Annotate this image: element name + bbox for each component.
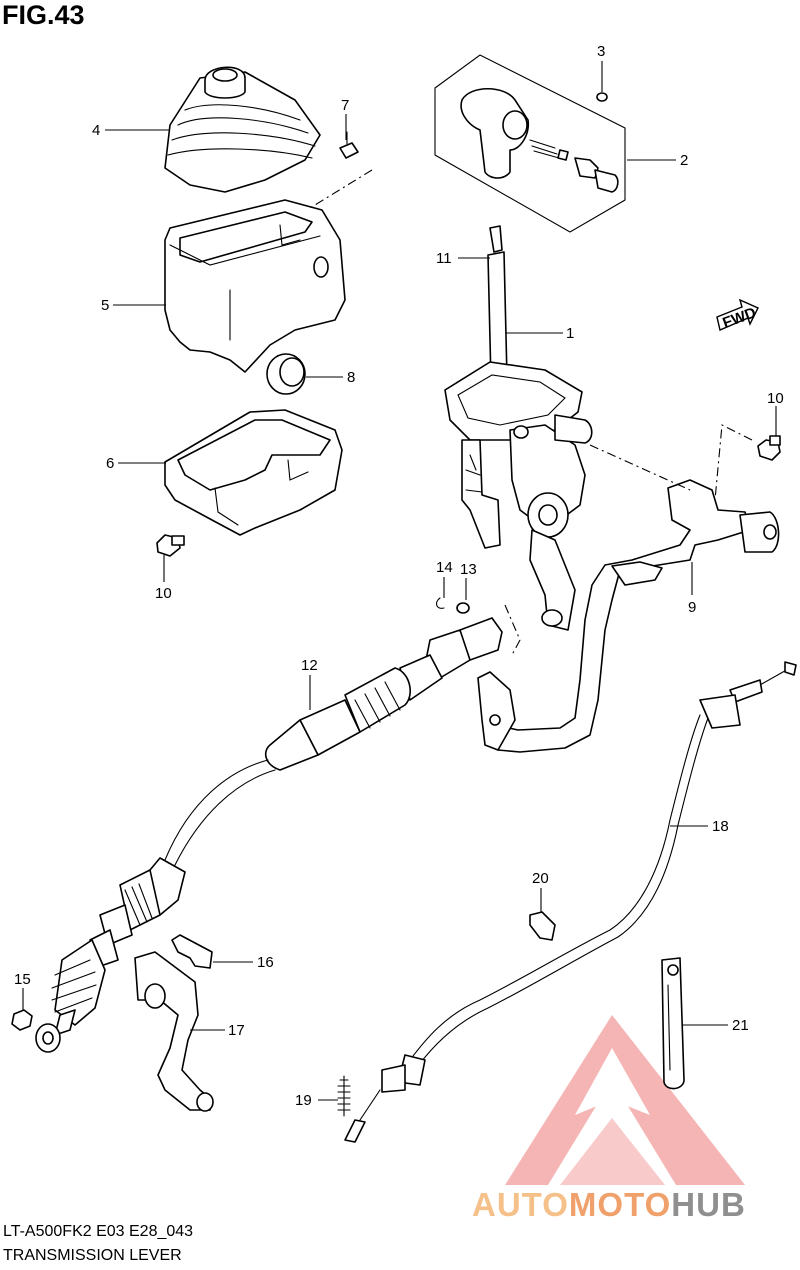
callout-2: 2 (680, 152, 688, 169)
callout-13: 13 (460, 561, 477, 578)
callout-6: 6 (106, 455, 114, 472)
callout-14: 14 (436, 559, 453, 576)
part-6-lower-cover (164, 409, 343, 536)
footer-model-code: LT-A500FK2 E03 E28_043 (3, 1223, 194, 1240)
exploded-diagram: FWD (11, 43, 797, 1185)
callout-21: 21 (732, 1017, 749, 1034)
callout-3: 3 (597, 43, 605, 60)
callout-5: 5 (101, 297, 109, 314)
part-20-clip (529, 911, 556, 941)
part-4-shift-boot (164, 66, 321, 193)
part-8-grommet (266, 353, 306, 395)
callout-16: 16 (257, 954, 274, 971)
callout-10-left: 10 (155, 585, 172, 602)
part-2-shift-knob (434, 54, 626, 233)
callout-9: 9 (688, 599, 696, 616)
alignment-line-cable (504, 604, 521, 656)
watermark-text: AUTOMOTOHUB (472, 1186, 746, 1224)
watermark-logo-icon (505, 1015, 745, 1185)
alignment-line-cover (309, 169, 373, 209)
callout-1: 1 (566, 325, 574, 342)
part-21-strap (661, 957, 685, 1090)
alignment-line-lever (589, 444, 691, 491)
watermark-auto: AUTO (472, 1186, 569, 1223)
part-18-cable (344, 661, 797, 1143)
watermark-moto: MOTO (568, 1186, 672, 1223)
footer-section-name: TRANSMISSION LEVER (3, 1247, 182, 1264)
watermark-hub: HUB (671, 1186, 746, 1223)
callout-7: 7 (341, 97, 349, 114)
callout-18: 18 (712, 818, 729, 835)
fwd-direction-arrow-icon: FWD (716, 298, 759, 332)
callout-20: 20 (532, 870, 549, 887)
part-9-bracket (477, 479, 780, 753)
callout-12: 12 (301, 657, 318, 674)
leader-lines (22, 61, 777, 1101)
part-1-shift-lever-assembly (444, 361, 593, 631)
part-12-shift-cable (35, 617, 503, 1053)
callout-19: 19 (295, 1092, 312, 1109)
figure-title: FIG.43 (2, 0, 85, 30)
callout-8: 8 (347, 369, 355, 386)
part-3-nut (596, 92, 608, 102)
callout-10-right: 10 (767, 390, 784, 407)
part-17-shift-arm (134, 951, 214, 1112)
part-15-nut (11, 1009, 33, 1031)
callout-15: 15 (14, 971, 31, 988)
part-10-bolt-right (757, 435, 781, 461)
part-7-screw (339, 131, 359, 159)
callout-11: 11 (436, 250, 452, 267)
part-14-clip (435, 597, 445, 609)
callout-4: 4 (92, 122, 100, 139)
callout-17: 17 (228, 1022, 245, 1039)
part-13-washer (456, 602, 470, 614)
part-19-spring (337, 1075, 351, 1117)
alignment-line-bolt-right (714, 424, 753, 501)
part-5-upper-cover (164, 199, 346, 373)
part-16-clip (171, 934, 213, 969)
part-10-bolt-left (156, 534, 185, 557)
fwd-label: FWD (720, 304, 758, 332)
